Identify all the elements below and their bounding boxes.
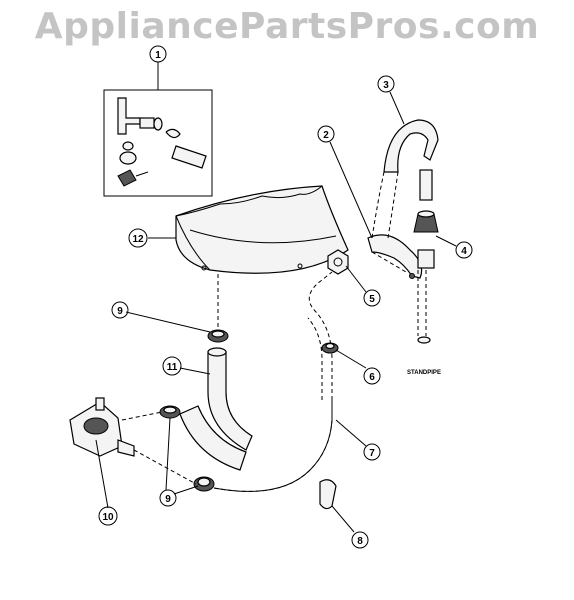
callout-9-bottom: 9 xyxy=(159,489,177,507)
callout-8: 8 xyxy=(351,531,369,549)
callout-11: 11 xyxy=(162,356,182,376)
part-1-inset-box xyxy=(103,62,213,197)
part-11-elbow-hose xyxy=(179,347,253,471)
part-12-tub-cover xyxy=(175,185,349,274)
svg-text:12: 12 xyxy=(132,234,144,245)
svg-text:7: 7 xyxy=(369,448,375,459)
svg-text:3: 3 xyxy=(383,80,389,91)
svg-text:6: 6 xyxy=(369,372,375,383)
callout-12: 12 xyxy=(128,228,148,248)
part-7-drain-hose xyxy=(213,400,333,492)
watermark: AppliancePartsPros.com xyxy=(34,6,540,47)
part-10-pump xyxy=(69,397,135,457)
callout-6: 6 xyxy=(363,367,381,385)
callout-4: 4 xyxy=(455,241,473,259)
callout-1: 1 xyxy=(149,45,167,63)
callout-3: 3 xyxy=(377,75,395,93)
svg-text:11: 11 xyxy=(167,362,178,373)
callout-9-top: 9 xyxy=(111,301,129,319)
part-2-bracket xyxy=(367,234,423,279)
standpipe-label: STANDPIPE xyxy=(407,370,441,376)
svg-text:1: 1 xyxy=(155,50,161,61)
svg-text:9: 9 xyxy=(165,494,171,505)
part-8-hose-clip xyxy=(319,479,337,510)
svg-text:4: 4 xyxy=(461,246,467,257)
svg-text:8: 8 xyxy=(357,536,363,547)
svg-text:10: 10 xyxy=(102,512,114,523)
svg-text:2: 2 xyxy=(323,130,329,141)
part-3-hose-guide xyxy=(371,119,439,239)
callout-5: 5 xyxy=(363,289,381,307)
callout-10: 10 xyxy=(98,506,118,526)
part-9-clamp-top xyxy=(207,329,229,343)
part-4-standpipe-fitting xyxy=(413,210,439,269)
callout-2: 2 xyxy=(317,125,335,143)
part-5-nut xyxy=(327,249,349,275)
svg-text:5: 5 xyxy=(369,294,375,305)
part-6-hose-clamp xyxy=(321,342,339,354)
leader-lines xyxy=(95,91,457,533)
svg-text:9: 9 xyxy=(117,306,123,317)
callout-7: 7 xyxy=(363,443,381,461)
